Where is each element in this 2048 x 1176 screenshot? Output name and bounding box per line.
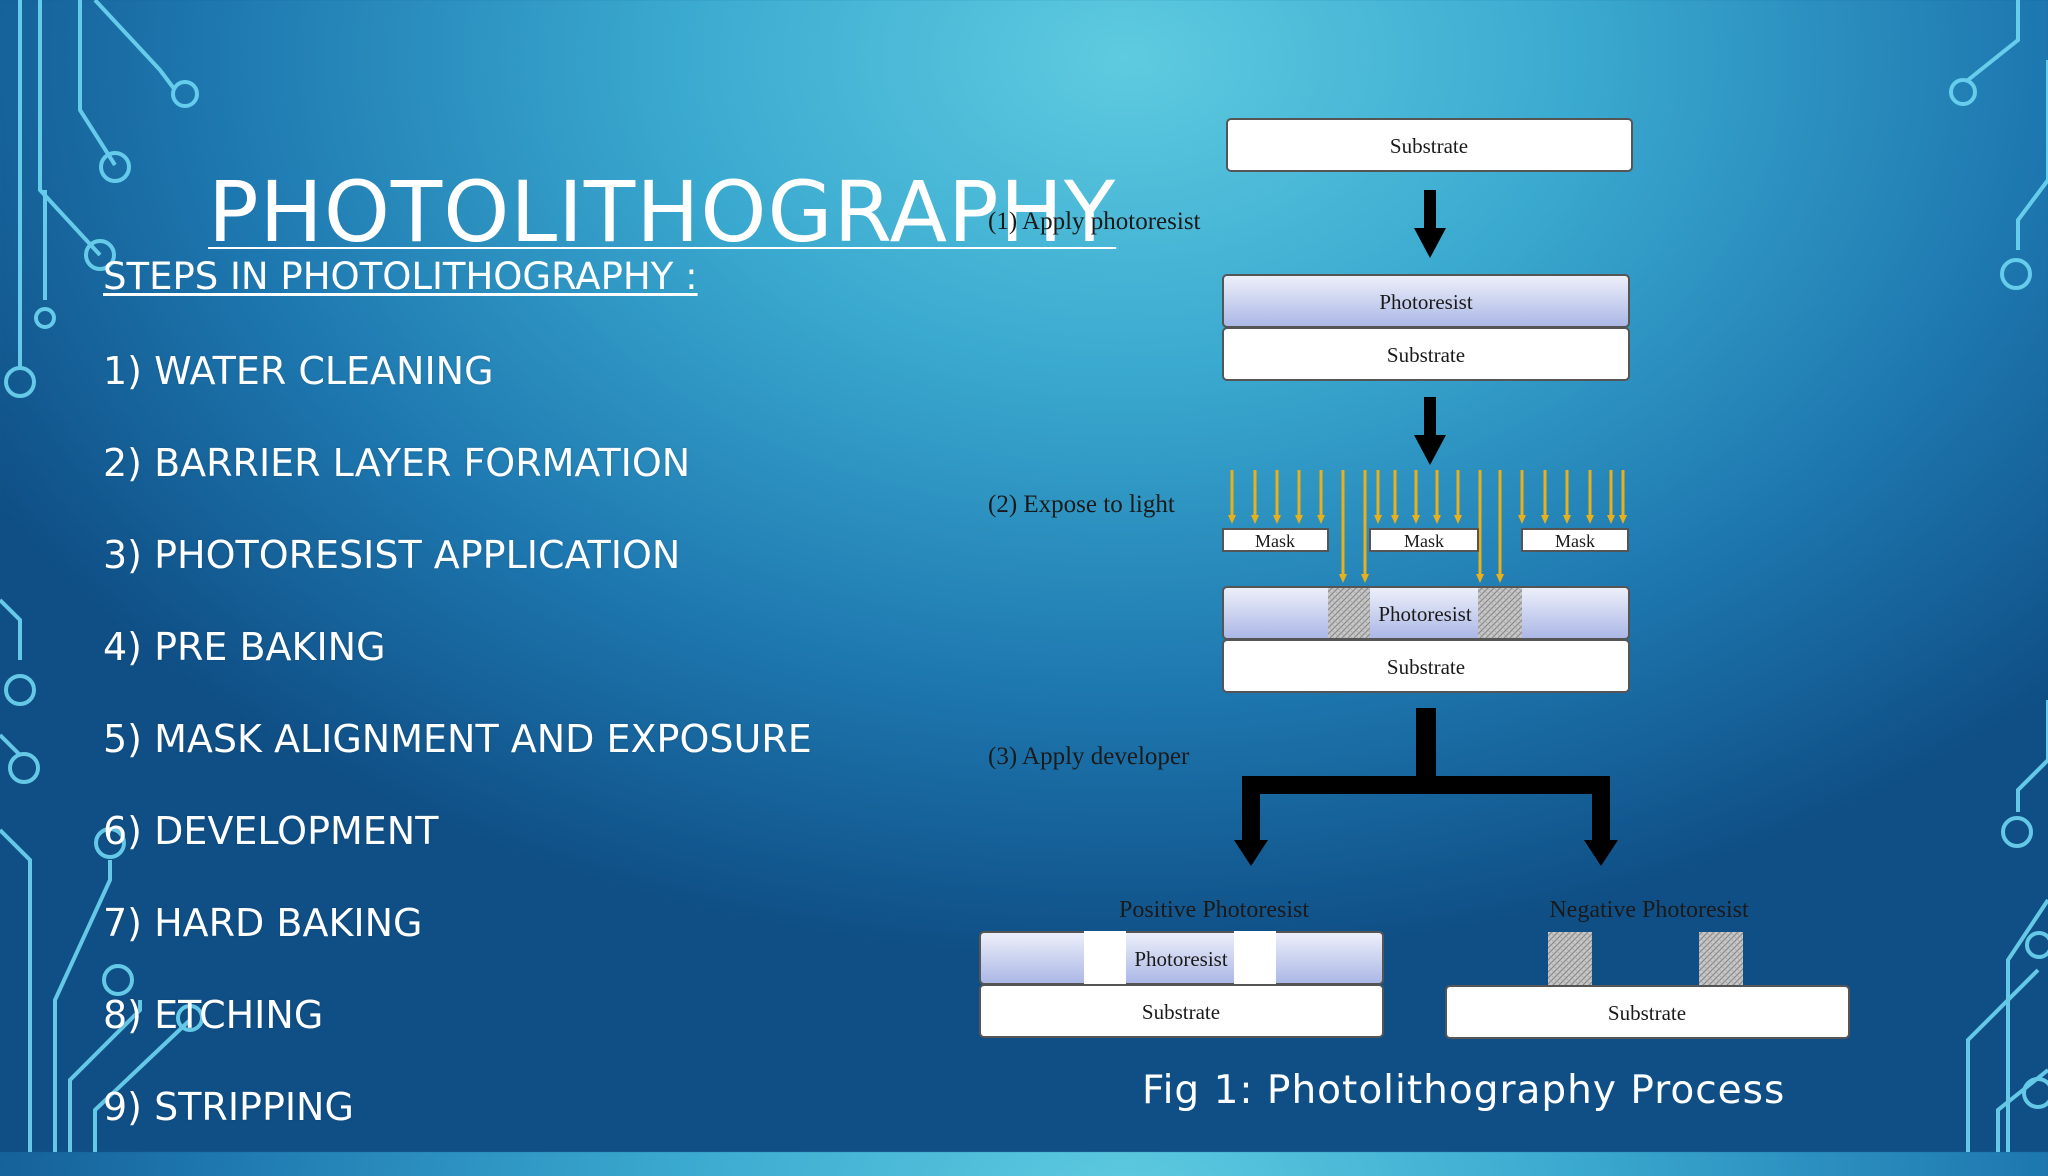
step2-label: (2) Expose to light — [988, 491, 1175, 518]
light-arrow-head — [1228, 515, 1236, 524]
light-arrow-head — [1454, 515, 1462, 524]
step1-label: (1) Apply photoresist — [988, 208, 1201, 235]
light-arrow-head — [1496, 574, 1504, 583]
developed-gap — [1234, 931, 1276, 985]
light-arrow-head — [1433, 515, 1441, 524]
down-arrow — [1414, 190, 1446, 258]
substrate-label: Substrate — [1387, 655, 1465, 679]
step3-label: (3) Apply developer — [988, 743, 1190, 770]
light-arrow-head — [1391, 515, 1399, 524]
substrate-layer — [1445, 985, 1850, 1039]
list-item: 3) PHOTORESIST APPLICATION — [103, 533, 681, 577]
list-item: 5) MASK ALIGNMENT AND EXPOSURE — [103, 717, 812, 761]
light-arrow-head — [1339, 574, 1347, 583]
circuit-decoration-right — [1949, 0, 2048, 1152]
mask-label: Mask — [1555, 531, 1595, 551]
light-arrow-head — [1251, 515, 1259, 524]
exposed-region — [1478, 588, 1522, 638]
substrate-layer — [1226, 118, 1633, 172]
negative-photoresist-label: Negative Photoresist — [1549, 897, 1749, 923]
branch-arrow — [1234, 708, 1618, 866]
list-item: 1) WATER CLEANING — [103, 349, 494, 393]
mask — [1369, 528, 1479, 552]
exposed-region — [1328, 588, 1370, 638]
light-arrow-head — [1476, 574, 1484, 583]
developed-gap — [1084, 931, 1126, 985]
photoresist-label: Photoresist — [1378, 602, 1472, 626]
figure-caption: Fig 1: Photolithography Process — [1142, 1068, 1786, 1113]
light-arrow-head — [1607, 515, 1615, 524]
light-arrow-head — [1412, 515, 1420, 524]
list-item: 6) DEVELOPMENT — [103, 809, 439, 853]
substrate-label: Substrate — [1390, 134, 1468, 158]
photoresist-label: Photoresist — [1134, 947, 1228, 971]
down-arrow — [1414, 397, 1446, 465]
mask-label: Mask — [1404, 531, 1444, 551]
photoresist-label: Photoresist — [1379, 290, 1473, 314]
substrate-layer — [1222, 327, 1630, 381]
substrate-label: Substrate — [1142, 1000, 1220, 1024]
circuit-decoration-left — [0, 0, 204, 1152]
resist-block — [1548, 932, 1592, 985]
light-arrow-head — [1563, 515, 1571, 524]
list-item: 9) STRIPPING — [103, 1085, 354, 1129]
light-arrow-head — [1273, 515, 1281, 524]
substrate-label: Substrate — [1608, 1001, 1686, 1025]
light-arrow-head — [1518, 515, 1526, 524]
light-arrow-head — [1619, 515, 1627, 524]
resist-block — [1699, 932, 1743, 985]
mask — [1222, 528, 1329, 552]
light-arrow-head — [1374, 515, 1382, 524]
photolithography-diagram: Substrate (1) Apply photoresist Photores… — [979, 118, 1850, 1039]
light-arrows — [1228, 470, 1627, 583]
list-item: 2) BARRIER LAYER FORMATION — [103, 441, 691, 485]
steps-list: 1) WATER CLEANING 2) BARRIER LAYER FORMA… — [103, 348, 812, 1176]
list-item: 7) HARD BAKING — [103, 901, 423, 945]
list-item: 4) PRE BAKING — [103, 625, 386, 669]
light-arrow-head — [1361, 574, 1369, 583]
positive-photoresist-label: Positive Photoresist — [1119, 897, 1309, 923]
light-arrow-head — [1317, 515, 1325, 524]
substrate-layer — [1222, 639, 1630, 693]
slide-title: PHOTOLITHOGRAPHY — [208, 163, 1117, 261]
mask — [1521, 528, 1629, 552]
light-arrow-head — [1541, 515, 1549, 524]
list-item: 8) ETCHING — [103, 993, 324, 1037]
slide-subtitle: STEPS IN PHOTOLITHOGRAPHY : — [103, 255, 698, 298]
light-arrow-head — [1586, 515, 1594, 524]
light-arrow-head — [1295, 515, 1303, 524]
substrate-layer — [979, 984, 1384, 1038]
substrate-label: Substrate — [1387, 343, 1465, 367]
mask-label: Mask — [1255, 531, 1295, 551]
